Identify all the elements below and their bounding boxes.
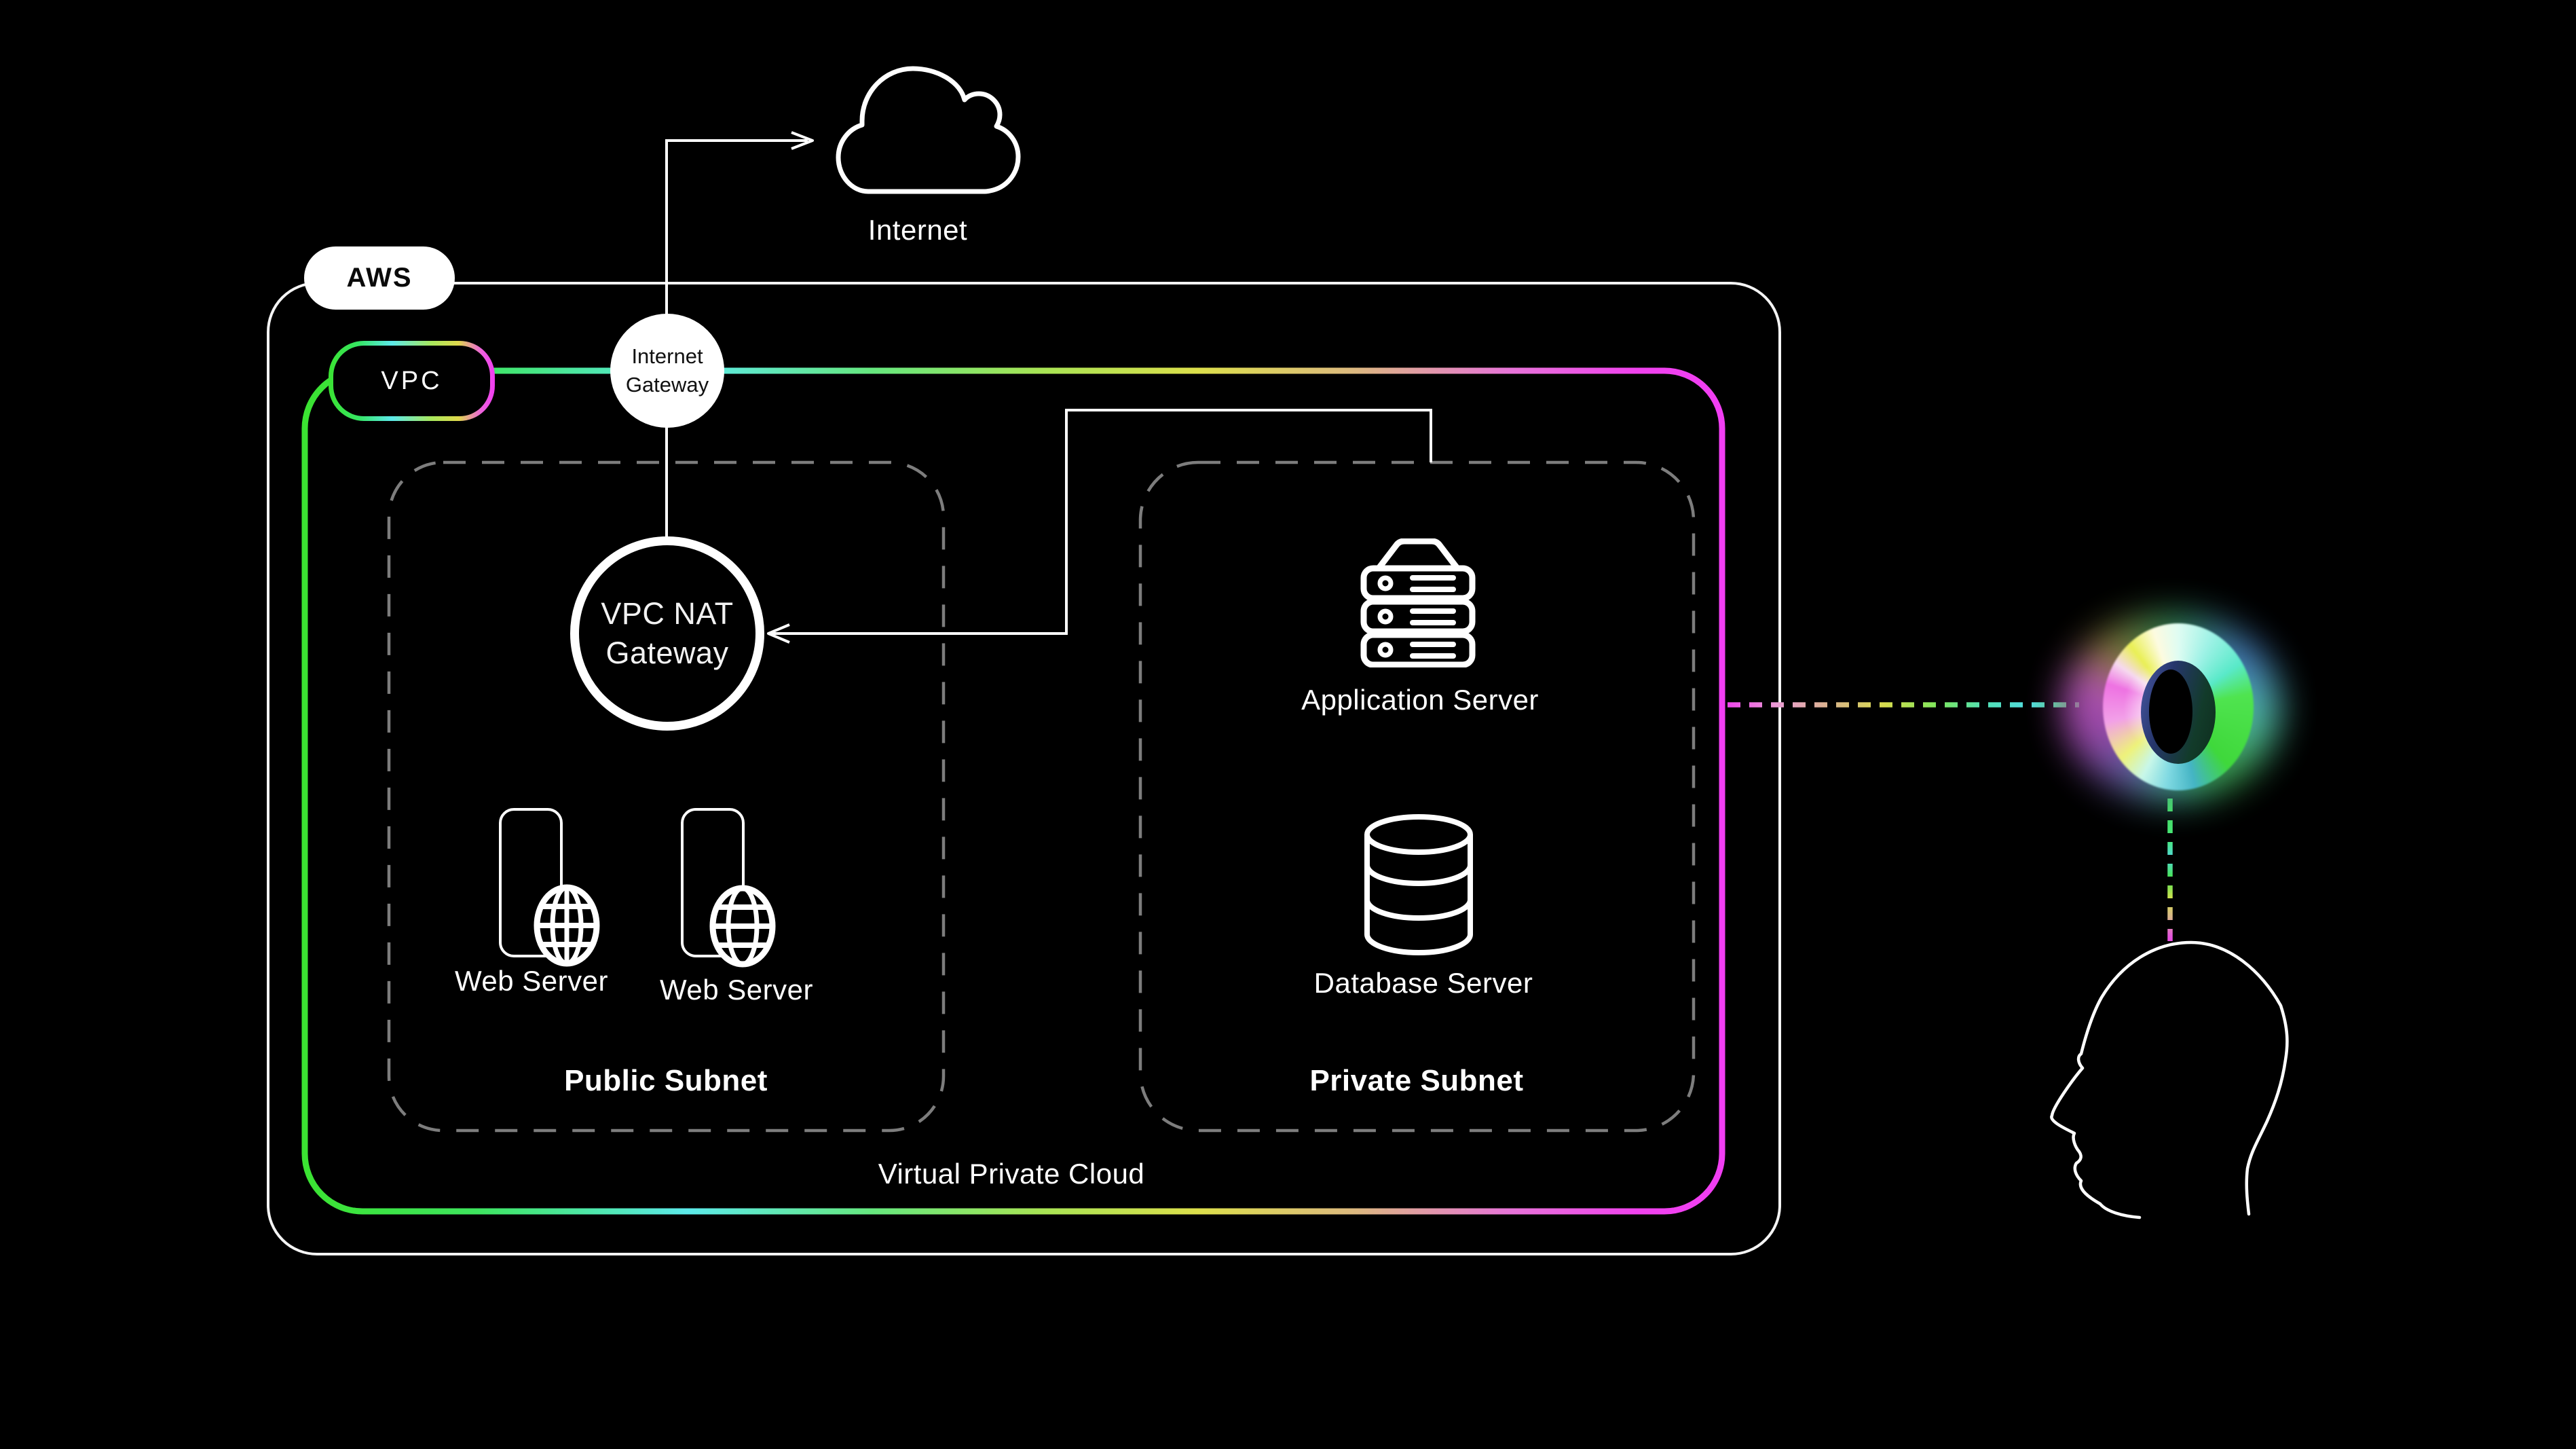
aws-badge-label: AWS bbox=[346, 263, 413, 293]
subnet-to-nat-connector bbox=[771, 409, 1432, 635]
globe-icon bbox=[534, 884, 600, 967]
public-subnet-label: Public Subnet bbox=[564, 1064, 768, 1097]
web-server-1-icon bbox=[499, 808, 600, 967]
vpc-badge: VPC bbox=[329, 341, 495, 421]
public-subnet-box bbox=[387, 460, 946, 1133]
database-icon bbox=[1364, 814, 1473, 956]
aws-badge: AWS bbox=[304, 246, 455, 310]
nat-gateway-label-line2: Gateway bbox=[605, 636, 729, 670]
nat-arrowhead bbox=[767, 623, 790, 644]
globe-icon bbox=[709, 885, 776, 968]
vpc-caption-label: Virtual Private Cloud bbox=[878, 1158, 1145, 1190]
vpc-badge-label: VPC bbox=[381, 366, 443, 395]
application-server-icon bbox=[1360, 538, 1476, 667]
internet-gateway-label-line2: Gateway bbox=[625, 373, 709, 397]
vpc-boundary-box bbox=[301, 367, 1725, 1215]
web-server-1-label: Web Server bbox=[455, 965, 608, 997]
web-server-2-icon bbox=[681, 808, 776, 968]
internet-label: Internet bbox=[867, 214, 968, 246]
internet-gateway-label-line1: Internet bbox=[631, 344, 703, 369]
nat-gateway-node: VPC NAT Gateway bbox=[570, 536, 764, 731]
cloud-arrowhead bbox=[791, 131, 814, 150]
private-subnet-label: Private Subnet bbox=[1309, 1064, 1524, 1097]
nat-gateway-label-line1: VPC NAT bbox=[601, 596, 734, 631]
logo-hole-center bbox=[2149, 670, 2192, 754]
database-server-label: Database Server bbox=[1313, 967, 1533, 999]
internet-gateway-node: Internet Gateway bbox=[610, 314, 724, 428]
private-subnet-box bbox=[1138, 460, 1696, 1133]
aws-boundary-box bbox=[267, 282, 1781, 1255]
internet-cloud-icon bbox=[836, 66, 1021, 194]
web-server-2-label: Web Server bbox=[660, 974, 813, 1006]
application-server-label: Application Server bbox=[1301, 684, 1539, 716]
head-profile-icon bbox=[2050, 940, 2289, 1219]
